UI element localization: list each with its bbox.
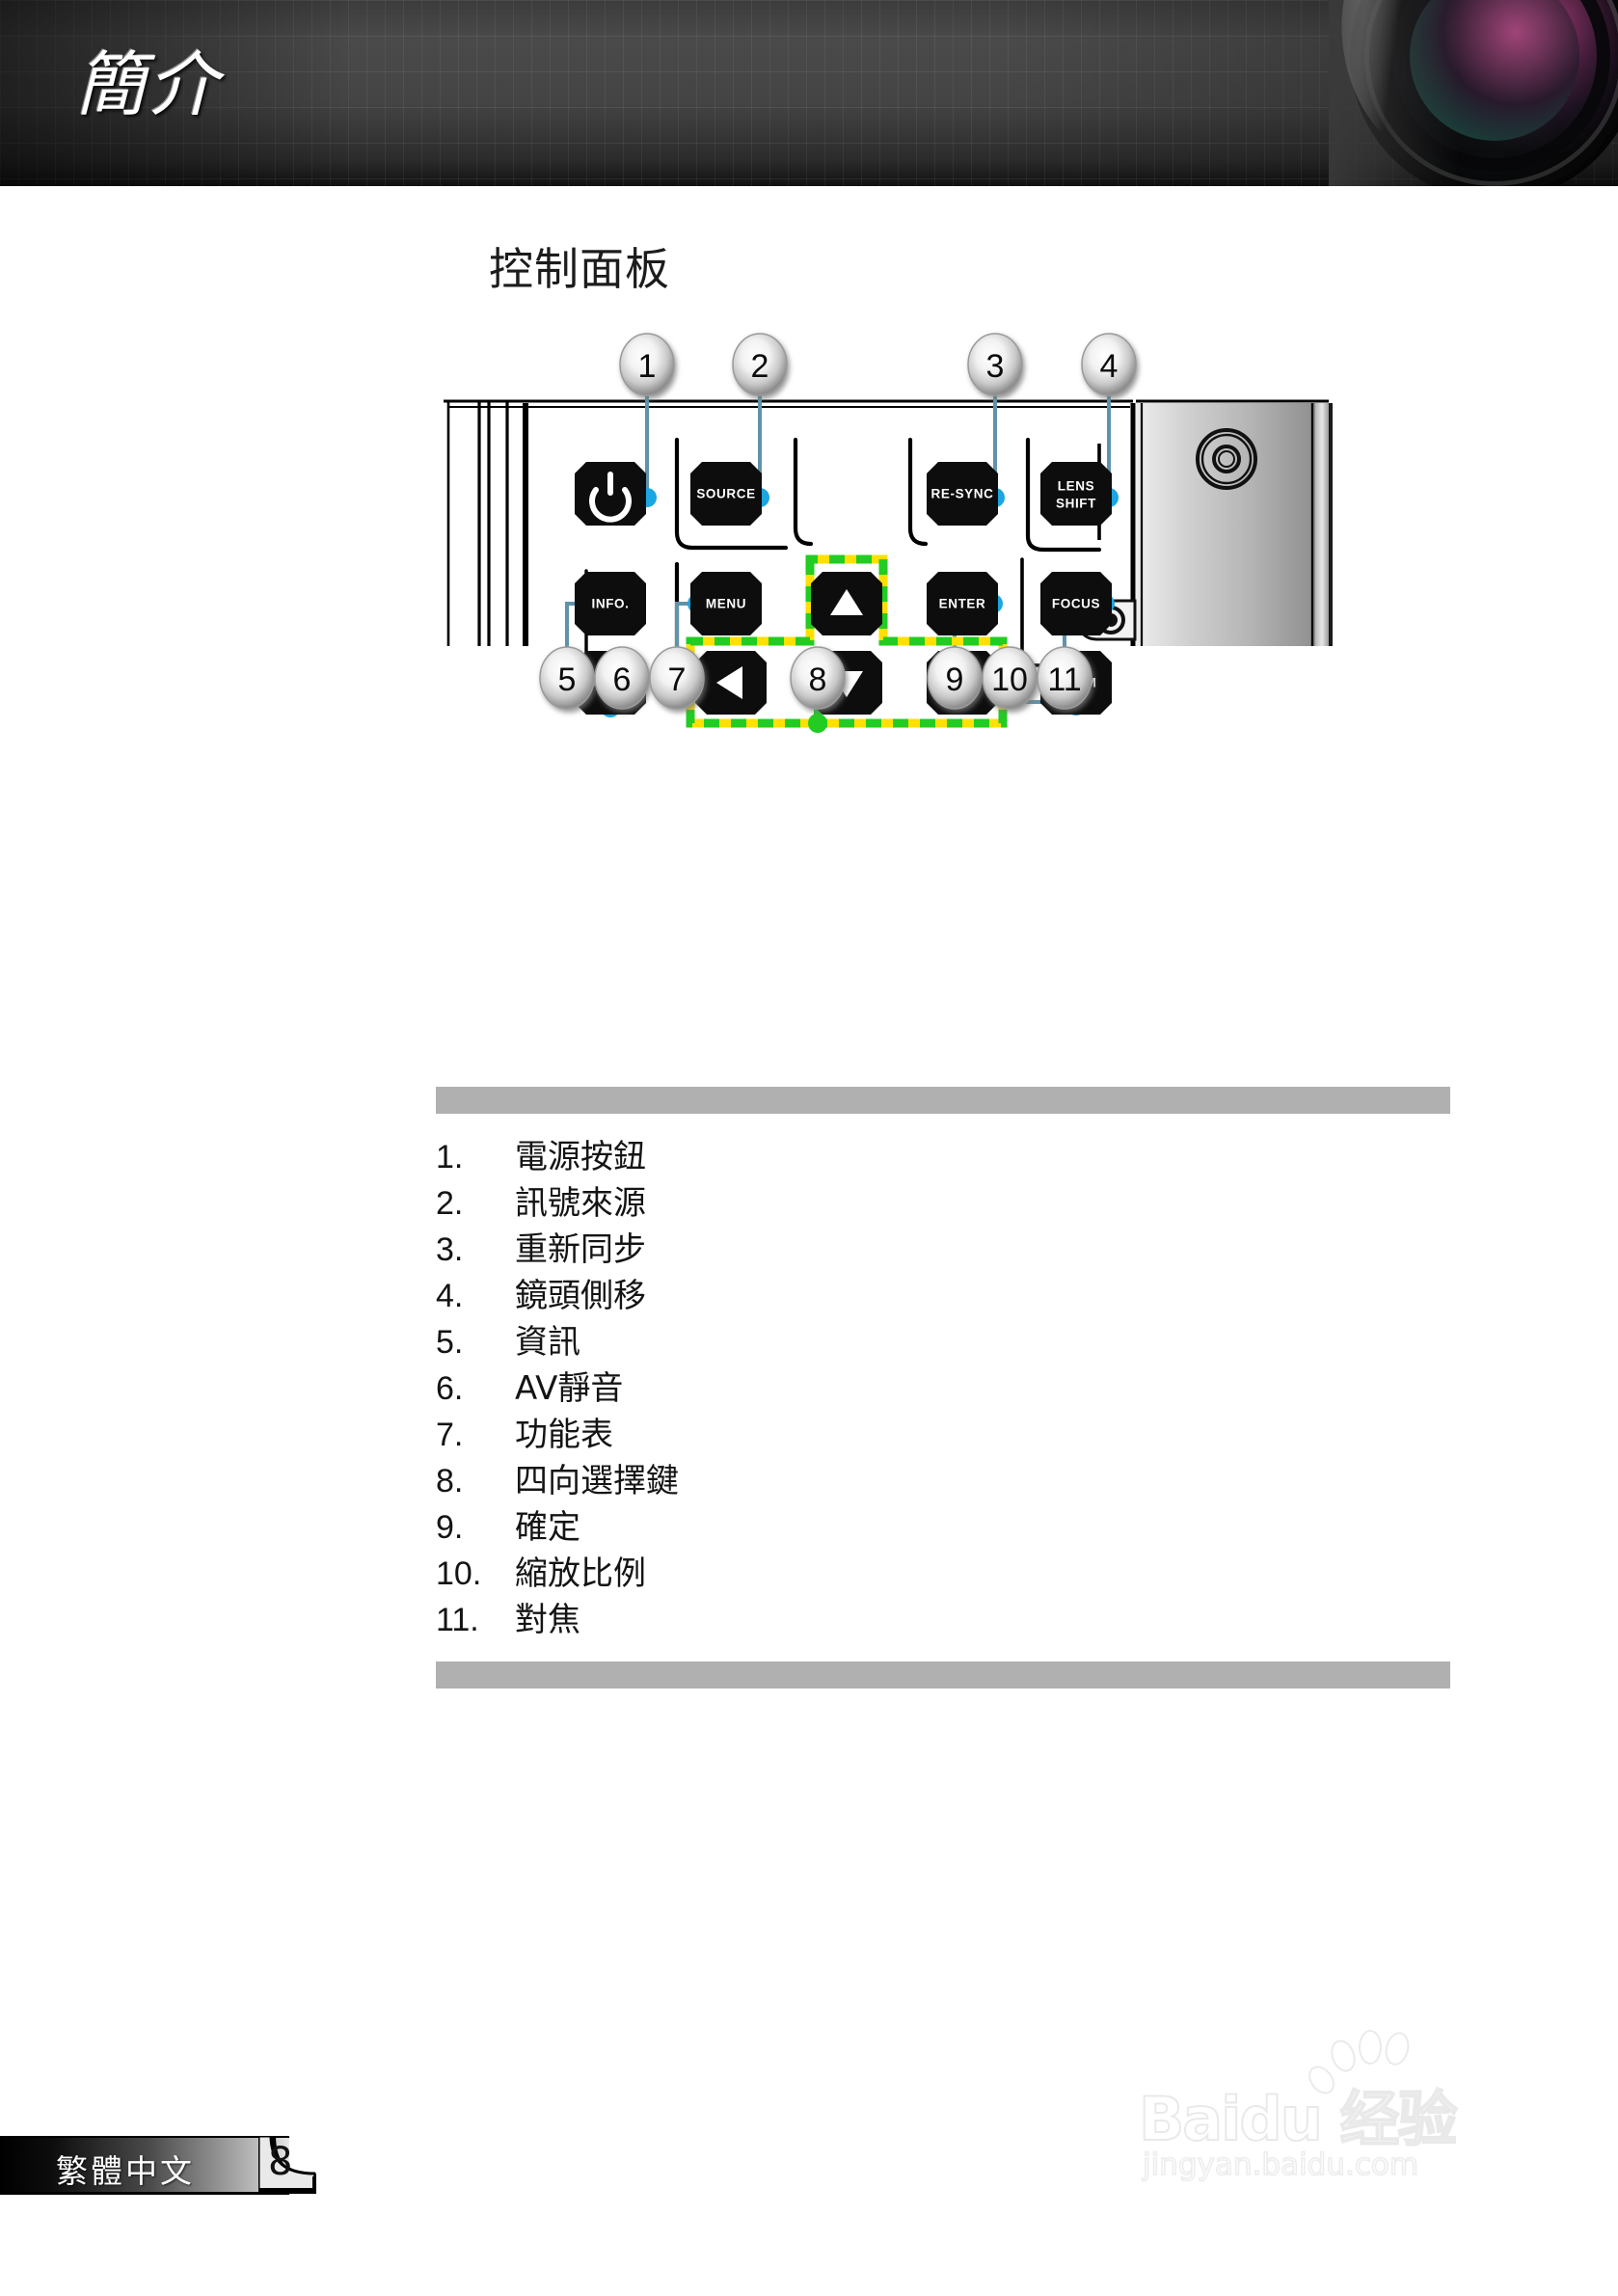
watermark-url: jingyan.baidu.com [1142,2147,1419,2183]
watermark-brand: Baidu 经验 [1138,2083,1458,2155]
callout-number: 4 [1100,348,1119,385]
paw-print-icon [1303,2026,1425,2113]
legend-item: 4. 鏡頭側移 [436,1269,1458,1315]
lens-shift-button-label: SHIFT [1056,497,1096,511]
callout-bubble-3: 3 [967,333,1023,396]
callout-bubble-8: 8 [790,646,846,710]
legend-item: 11. 對焦 [436,1593,1458,1639]
power-icon [589,472,632,523]
legend-item-label: 縮放比例 [515,1554,646,1593]
callout-bubble-6: 6 [594,646,650,710]
callout-number: 5 [558,662,577,698]
legend-item-number: 5. [436,1324,464,1361]
indicator-ring-icon [1196,428,1257,490]
legend-item-label: 電源按鈕 [515,1138,646,1176]
callout-number: 10 [991,662,1028,698]
legend-item-number: 4. [436,1278,464,1314]
footer-bar [0,2136,289,2195]
callout-bubble-2: 2 [732,333,788,396]
footer-page-number: 8 [268,2140,293,2184]
four-way-key-highlight [686,554,1008,733]
legend-item: 1. 電源按鈕 [436,1130,1458,1176]
callout-number: 7 [668,662,687,698]
menu-button[interactable]: MENU [690,572,762,635]
legend-item: 8. 四向選擇鍵 [436,1454,1458,1500]
callout-number: 8 [809,662,827,698]
separator-bar-bottom [436,1661,1450,1688]
legend-item-number: 9. [436,1509,464,1546]
legend-item: 5. 資訊 [436,1315,1458,1362]
menu-button-label: MENU [706,597,746,611]
callout-number: 11 [1047,662,1081,698]
legend-item-number: 10. [436,1555,482,1592]
legend-item-number: 3. [436,1231,464,1268]
legend-item-number: 7. [436,1417,464,1453]
section-heading: 控制面板 [489,243,670,295]
page-header: 簡介 [0,0,1618,186]
legend-item-label: 四向選擇鍵 [515,1462,679,1500]
callout-bubble-5: 5 [539,646,595,710]
callout-bubble-9: 9 [927,646,983,710]
triangle-left-icon [716,666,742,699]
source-button-label: SOURCE [696,487,755,501]
triangle-up-icon [830,589,863,615]
legend-item-number: 6. [436,1370,464,1407]
enter-button-label: ENTER [939,597,986,611]
panel-graphic [444,399,1333,674]
footer-curve [258,2136,316,2194]
left-button[interactable] [695,651,767,715]
up-button[interactable] [811,572,882,635]
legend-item: 2. 訊號來源 [436,1176,1458,1223]
legend-item: 7. 功能表 [436,1408,1458,1454]
legend-item-label: 訊號來源 [515,1184,646,1223]
callout-number: 2 [751,348,769,385]
enter-button[interactable]: ENTER [927,572,998,635]
info-button-label: INFO. [592,597,630,611]
legend-item-label: 鏡頭側移 [515,1277,646,1315]
lens-shift-button[interactable]: LENS SHIFT [1040,462,1112,526]
legend-item-label: 重新同步 [515,1230,646,1269]
resync-button-label: RE-SYNC [931,487,994,501]
callout-bubble-1: 1 [619,333,675,396]
legend-item-label: 資訊 [515,1323,580,1362]
source-button[interactable]: SOURCE [690,462,762,526]
legend-item: 6. AV靜音 [436,1362,1458,1408]
control-panel-diagram: SOURCE RE-SYNC LENS SHIFT INFO. MENU ENTER FOCU… [424,318,1466,1080]
lens-shift-button-label: LENS [1058,479,1094,494]
legend-item-label: 對焦 [515,1601,580,1639]
callout-bubble-10: 10 [982,646,1038,710]
legend-item-label: AV靜音 [515,1369,624,1408]
callout-bubble-11: 11 [1037,646,1092,710]
legend-item-number: 1. [436,1139,464,1175]
focus-button-label: FOCUS [1052,597,1100,611]
legend-item-label: 確定 [515,1508,580,1547]
callout-bubble-4: 4 [1081,333,1137,396]
legend-item-number: 11. [436,1602,479,1638]
callout-number: 3 [986,348,1005,385]
callout-number: 9 [946,662,964,698]
callout-number: 6 [613,662,632,698]
resync-button[interactable]: RE-SYNC [927,462,998,526]
legend-item: 10. 縮放比例 [436,1547,1458,1593]
power-button[interactable] [575,462,646,526]
focus-button[interactable]: FOCUS [1040,572,1112,635]
baidu-watermark: Baidu 经验 jingyan.baidu.com [1133,2020,1519,2189]
page-footer: 繁體中文 8 [0,2136,318,2201]
callout-bubble-7: 7 [649,646,705,710]
footer-language: 繁體中文 [56,2152,195,2190]
legend-item-label: 功能表 [515,1416,613,1454]
legend-item: 3. 重新同步 [436,1223,1458,1269]
callout-number: 1 [638,348,657,385]
info-button[interactable]: INFO. [575,572,646,635]
separator-bar-top [436,1087,1450,1114]
legend-item: 9. 確定 [436,1500,1458,1547]
page-title: 簡介 [75,44,220,126]
legend-item-number: 2. [436,1185,464,1222]
legend-item-number: 8. [436,1463,464,1499]
